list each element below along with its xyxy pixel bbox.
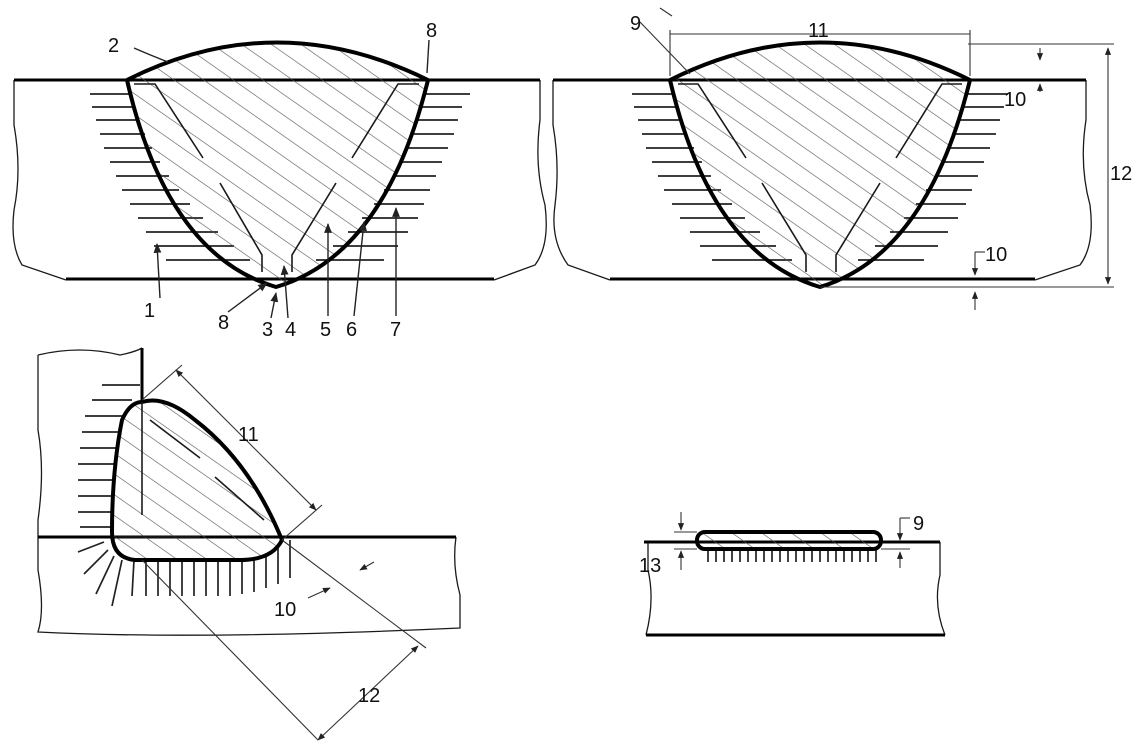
label-2: 2 <box>108 35 119 57</box>
haz-lines-vertical <box>78 384 140 528</box>
label-6: 6 <box>346 319 357 341</box>
label-9: 9 <box>630 13 641 35</box>
dimension-labels: 9 13 <box>639 513 924 577</box>
label-3: 3 <box>262 319 273 341</box>
label-5: 5 <box>320 319 331 341</box>
weld-bead <box>125 40 430 289</box>
label-10: 10 <box>274 599 296 621</box>
butt-weld-zones-figure: 1 2 3 4 5 6 7 8 8 <box>12 20 547 341</box>
surfacing-bead <box>695 530 883 551</box>
leader-lines <box>133 39 430 319</box>
label-8-bottom: 8 <box>218 312 229 334</box>
zone-labels: 1 2 3 4 5 6 7 8 8 <box>108 20 437 341</box>
label-10-top: 10 <box>1004 89 1026 111</box>
label-4: 4 <box>285 319 296 341</box>
label-10-bottom: 10 <box>985 244 1007 266</box>
fusion-zone-lines <box>134 83 419 272</box>
butt-weld-dimensions-figure: 9 10 10 11 12 <box>552 7 1132 310</box>
label-12: 12 <box>358 685 380 707</box>
surfacing-weld-dimensions-figure: 9 13 <box>639 512 946 637</box>
dimension-lines <box>141 364 427 741</box>
plate-outline-left <box>12 80 67 281</box>
label-11: 11 <box>238 424 259 446</box>
haz-lines-left <box>632 93 792 261</box>
haz-lines-horizontal <box>77 540 291 607</box>
label-13: 13 <box>639 555 661 577</box>
dimension-labels: 9 10 10 11 12 <box>630 13 1132 266</box>
label-11: 11 <box>808 20 829 42</box>
label-12: 12 <box>1110 163 1132 185</box>
plate-outline <box>645 542 946 636</box>
label-1: 1 <box>144 300 155 322</box>
dimension-lines <box>674 512 910 570</box>
label-9: 9 <box>913 513 924 535</box>
fusion-zone-lines <box>678 83 962 272</box>
label-8-top: 8 <box>426 20 437 42</box>
weld-bead <box>668 40 972 289</box>
plate-outline <box>37 347 461 636</box>
plate-outline-right <box>493 80 547 281</box>
plate-outline-left <box>552 80 611 281</box>
plate-outline-right <box>1034 80 1092 281</box>
label-7: 7 <box>390 319 401 341</box>
dimension-labels: 10 11 12 <box>238 424 380 707</box>
haz-lines <box>707 550 877 562</box>
fillet-weld-dimensions-figure: 10 11 12 <box>37 347 461 741</box>
dimension-lines <box>639 7 1114 310</box>
